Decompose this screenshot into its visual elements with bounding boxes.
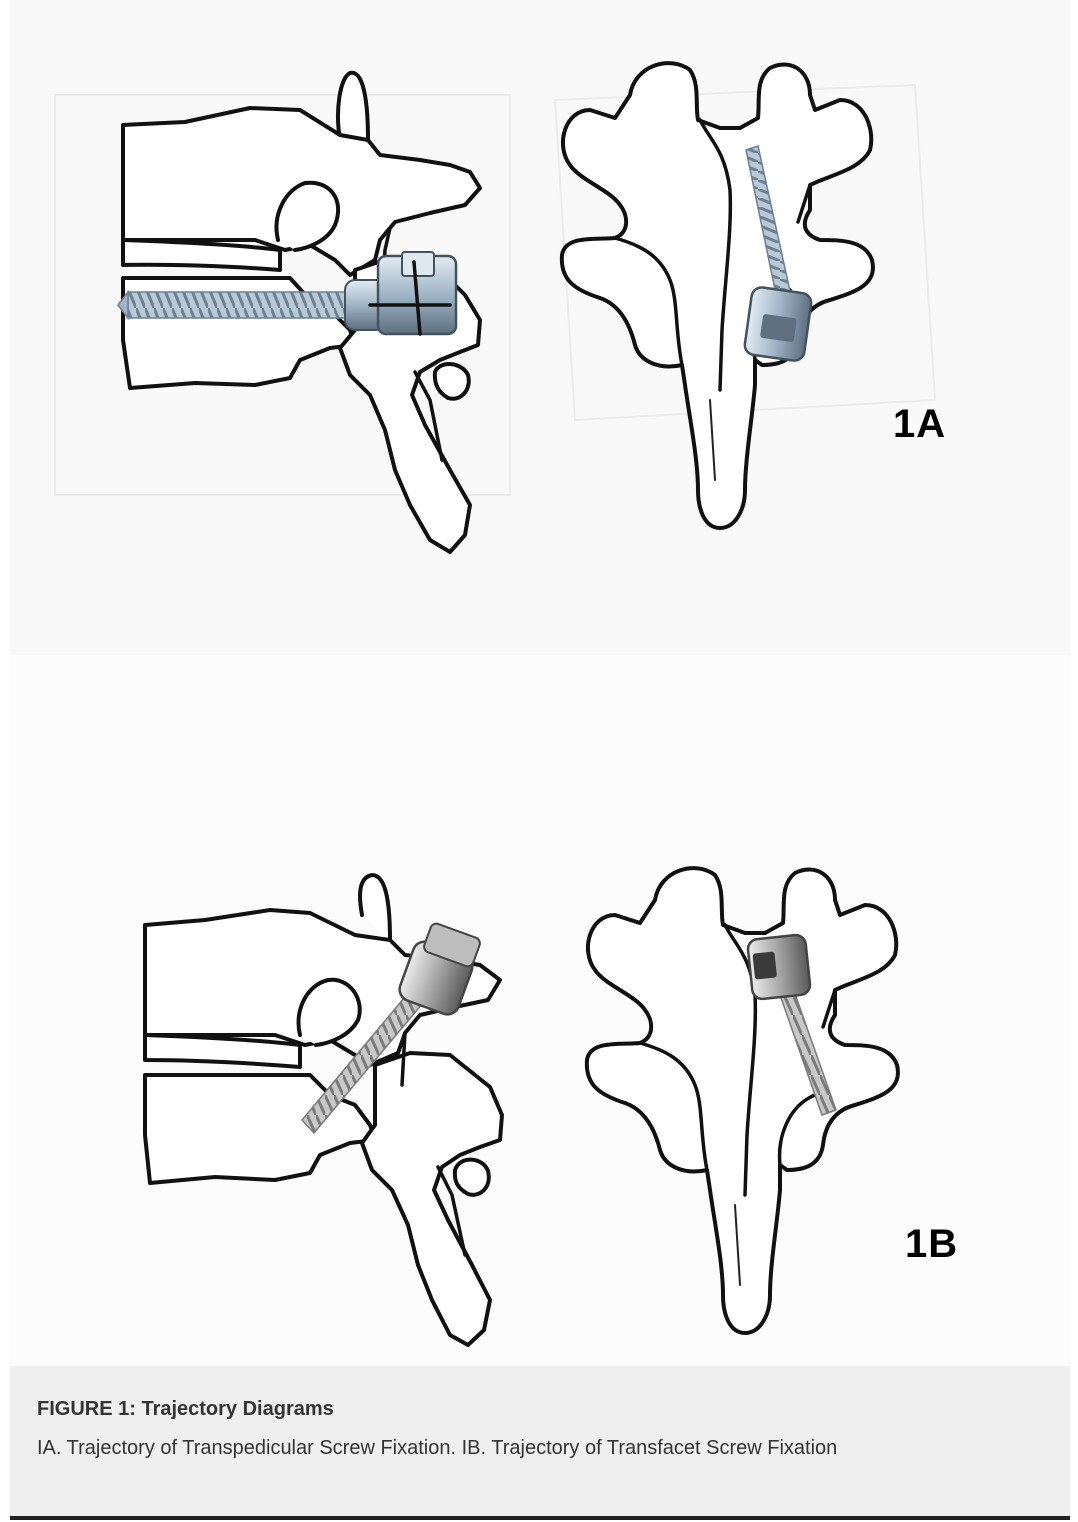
panel-label-1a: 1A [893, 402, 946, 447]
caption-title: FIGURE 1: Trajectory Diagrams [37, 1398, 334, 1421]
posterior-vertebra-1a [562, 63, 873, 528]
panel-label-1b: 1B [905, 1222, 958, 1267]
posterior-vertebra-1b [587, 868, 898, 1333]
figure-caption: FIGURE 1: Trajectory Diagrams IA. Trajec… [10, 1366, 1070, 1516]
panel-1b: 1B [10, 655, 1070, 1366]
panel-1a-drawing [10, 0, 1070, 655]
caption-bottom-rule [10, 1516, 1070, 1520]
caption-text: IA. Trajectory of Transpedicular Screw F… [37, 1437, 837, 1460]
figure-image: 1A [10, 0, 1070, 1366]
panel-1a: 1A [10, 0, 1070, 655]
